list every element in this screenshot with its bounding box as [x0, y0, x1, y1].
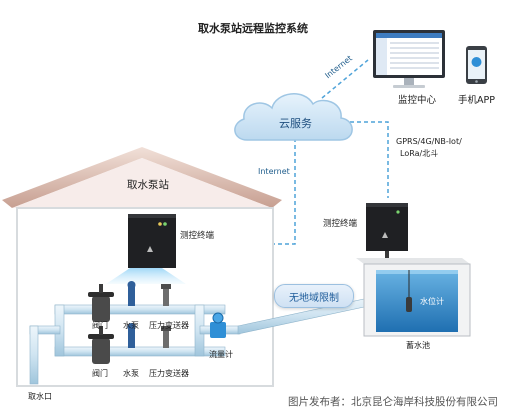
- pressure-sensor-top: [161, 284, 171, 306]
- pump-bottom: [127, 323, 136, 348]
- label-pressure-top: 压力变送器: [149, 321, 189, 330]
- pressure-sensor-bottom: [161, 326, 171, 348]
- label-pump-station: 取水泵站: [127, 179, 169, 191]
- label-phone-app: 手机APP: [458, 95, 495, 106]
- label-pump-top: 水泵: [123, 321, 139, 330]
- flowmeter-icon: [210, 312, 226, 338]
- label-terminal-right: 测控终端: [323, 219, 358, 229]
- pump-top: [127, 281, 136, 306]
- label-terminal-left: 测控终端: [180, 231, 215, 241]
- terminal-cabinet-left: [128, 214, 176, 268]
- label-network-2: LoRa/北斗: [400, 149, 439, 158]
- label-valve-bottom: 阀门: [92, 369, 108, 378]
- label-pressure-bottom: 压力变送器: [149, 369, 189, 378]
- label-flowmeter: 流量计: [209, 350, 233, 359]
- label-valve-top: 阀门: [92, 321, 108, 330]
- label-monitor-center: 监控中心: [398, 95, 437, 106]
- label-level-gauge: 水位计: [420, 297, 444, 306]
- link-cloud-right-terminal: [350, 121, 389, 198]
- label-cloud: 云服务: [279, 117, 312, 130]
- no-region-limit-badge: 无地域限制: [274, 284, 354, 308]
- monitor-icon: [373, 30, 445, 88]
- valve-top: [88, 284, 114, 322]
- image-credit: 图片发布者：北京昆仑海岸科技股份有限公司: [288, 396, 498, 408]
- terminal-cabinet-right: [366, 203, 408, 269]
- cloud-icon: [234, 93, 353, 141]
- label-network: GPRS/4G/NB-Iot/: [396, 137, 462, 146]
- reservoir: [356, 258, 471, 337]
- phone-icon: [466, 46, 487, 84]
- label-internet-left: Internet: [258, 167, 290, 176]
- signal-beam: [106, 268, 186, 284]
- label-reservoir: 蓄水池: [406, 341, 430, 350]
- valve-bottom: [88, 326, 114, 364]
- label-intake: 取水口: [28, 392, 52, 401]
- link-cloud-monitor: [321, 59, 369, 99]
- page-title: 取水泵站远程监控系统: [198, 22, 308, 35]
- label-pump-bottom: 水泵: [123, 369, 139, 378]
